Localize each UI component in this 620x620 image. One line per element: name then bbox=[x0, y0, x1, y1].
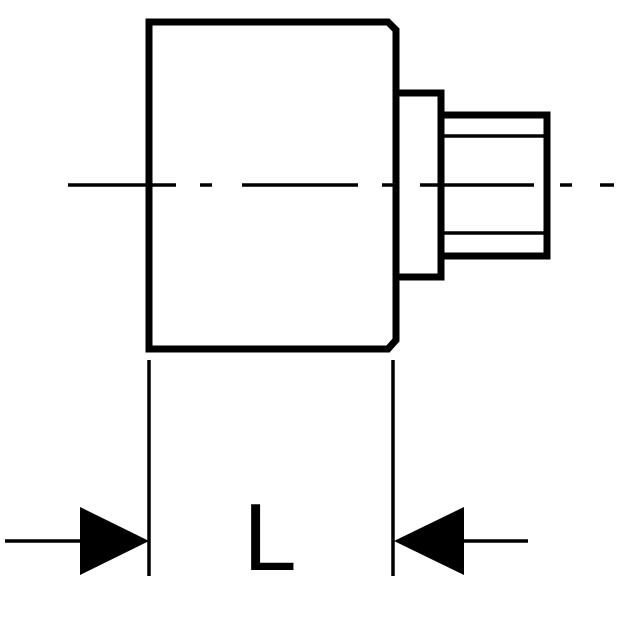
dimension-label: L bbox=[243, 484, 296, 591]
main-body bbox=[145, 18, 400, 353]
arrowhead-right bbox=[394, 507, 464, 575]
arrowhead-left bbox=[80, 507, 149, 575]
